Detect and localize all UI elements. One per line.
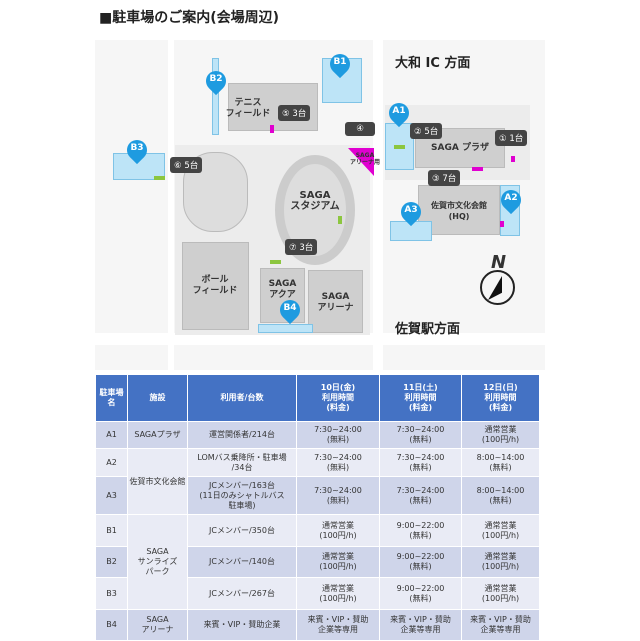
accessible-spot — [394, 145, 405, 149]
venue-map: テニス フィールド SAGA プラザ SAGA スタジアム SAGA アリーナ用… — [95, 40, 545, 370]
pin-b1[interactable]: B1 — [325, 49, 355, 80]
reserved-spot — [472, 167, 483, 171]
accessible-spot — [270, 260, 281, 264]
compass-north-label: N — [491, 252, 507, 273]
pin-a1[interactable]: A1 — [384, 98, 414, 129]
parking-tag-6: ⑥ 5台 — [170, 157, 203, 173]
direction-saga-station: 佐賀駅方面 — [395, 322, 461, 337]
pin-b2[interactable]: B2 — [201, 66, 231, 97]
saga-arena — [308, 270, 363, 333]
parking-tag-3: ③ 7台 — [428, 170, 461, 186]
accessible-spot — [154, 176, 165, 180]
table-row: A3 JCメンバー/163台 (11日のみシャトルバス 駐車場) 7:30~24… — [95, 476, 540, 515]
saga-plaza-label: SAGA プラザ — [431, 143, 489, 153]
ball-field-label: ボール フィールド — [192, 275, 238, 296]
table-header: 駐車場名 施設 利用者/台数 10日(金) 利用時間 (料金) 11日(土) 利… — [95, 374, 540, 422]
parking-lot-b2 — [212, 58, 219, 135]
parking-tag-4: ④ — [345, 122, 375, 136]
table-row: B1 SAGA サンライズ パーク JCメンバー/350台 通常営業 (100円… — [95, 514, 540, 610]
pin-b4[interactable]: B4 — [275, 295, 305, 326]
parking-tag-1: ① 1台 — [495, 130, 528, 146]
saga-arena-label: SAGA アリーナ — [317, 292, 354, 313]
parking-lot-b4 — [258, 324, 313, 333]
table-row: A2 佐賀市文化会館 LOMバス乗降所・駐車場 /34台 7:30~24:00 … — [95, 448, 540, 515]
table-row: A1 SAGAプラザ 運営関係者/214台 7:30~24:00 (無料) 7:… — [95, 421, 540, 449]
pin-b3[interactable]: B3 — [122, 135, 152, 166]
pin-a2[interactable]: A2 — [496, 185, 526, 216]
reserved-spot — [500, 221, 504, 227]
parking-tag-7: ⑦ 3台 — [285, 239, 318, 255]
saga-cultural-hall-label: 佐賀市文化会館 (HQ) — [431, 201, 487, 221]
table-row: B3 JCメンバー/267台 通常営業 (100円/h) 9:00~22:00 … — [95, 577, 540, 610]
saga-stadium-label: SAGA スタジアム — [290, 190, 340, 212]
reserved-spot — [270, 125, 274, 133]
ball-field — [182, 242, 249, 330]
tennis-field-label: テニス フィールド — [225, 98, 271, 119]
parking-tag-5: ⑤ 3台 — [278, 105, 311, 121]
road — [168, 40, 174, 370]
accessible-spot — [338, 216, 342, 224]
arena-use-label: SAGA アリーナ用 — [349, 152, 380, 166]
compass-icon — [480, 270, 515, 305]
parking-table: 駐車場名 施設 利用者/台数 10日(金) 利用時間 (料金) 11日(土) 利… — [95, 374, 540, 641]
saga-aqua-label: SAGA アクア — [268, 279, 297, 300]
reserved-spot — [511, 156, 515, 162]
pin-a3[interactable]: A3 — [396, 197, 426, 228]
table-row: B4 SAGA アリーナ 来賓・VIP・賛助企業 来賓・VIP・賛助 企業等専用… — [95, 609, 540, 641]
road — [373, 40, 383, 370]
road — [95, 333, 545, 345]
page-title: ■駐車場のご案内(会場周辺) — [99, 10, 280, 26]
direction-yamato-ic: 大和 IC 方面 — [395, 56, 471, 71]
parking-tag-2: ② 5台 — [410, 123, 443, 139]
